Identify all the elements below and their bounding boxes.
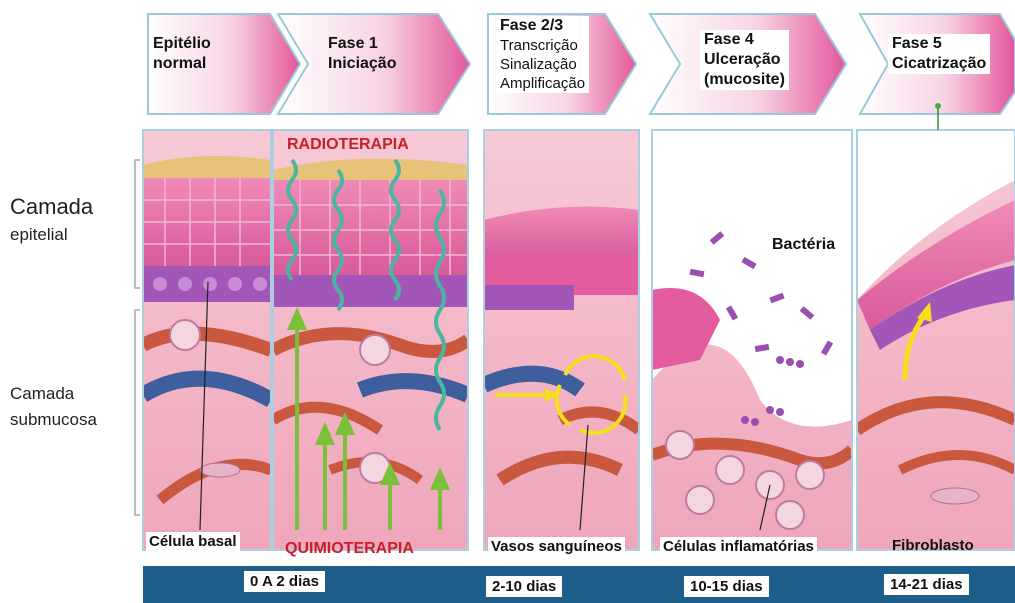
phase-5-label: Fase 5 Cicatrização (888, 34, 990, 74)
phase-1-label: Fase 1 Iniciação (328, 34, 396, 74)
panel-ulceration (652, 130, 852, 550)
radiotherapy-label: RADIOTERAPIA (287, 136, 409, 154)
panel-healing (857, 130, 1015, 550)
timeline-label-10-15: 10-15 dias (684, 576, 769, 597)
timeline-label-2-10: 2-10 dias (486, 576, 562, 597)
panel-signaling (484, 130, 639, 550)
basal-cell-label: Célula basal (146, 532, 240, 551)
inflammatory-cells-label: Células inflamatórias (660, 537, 817, 556)
phase-2-3-sub2: Sinalização (500, 55, 585, 74)
timeline-label-0-2: 0 A 2 dias (244, 571, 325, 592)
layer-brackets (135, 160, 140, 515)
bacteria-label: Bactéria (772, 236, 835, 254)
phase-1-line2: Iniciação (328, 55, 396, 72)
phase-normal-line1: Epitélio (153, 35, 211, 52)
phase-2-3-label: Fase 2/3 Transcrição Sinalização Amplifi… (496, 16, 589, 93)
phase-4-line1: Fase 4 (704, 31, 754, 48)
phase-2-3-sub3: Amplificação (500, 74, 585, 93)
phase-4-line3: (mucosite) (704, 71, 785, 88)
phase-2-3-line1: Fase 2/3 (500, 17, 563, 34)
phase-normal-label: Epitélio normal (153, 34, 211, 74)
phase-5-line2: Cicatrização (892, 55, 986, 72)
timeline-label-14-21: 14-21 dias (884, 574, 969, 595)
chemotherapy-label: QUIMIOTERAPIA (285, 540, 414, 558)
blood-vessels-label: Vasos sanguíneos (488, 537, 625, 556)
panel-initiation (273, 130, 468, 550)
panel-normal (143, 130, 271, 550)
phase-2-3-sub1: Transcrição (500, 36, 585, 55)
phase-4-label: Fase 4 Ulceração (mucosite) (700, 30, 789, 90)
phase-1-line1: Fase 1 (328, 35, 378, 52)
phase-4-line2: Ulceração (704, 51, 781, 68)
phase-5-line1: Fase 5 (892, 35, 942, 52)
fibroblast-label: Fibroblasto (892, 537, 974, 554)
phase-normal-line2: normal (153, 55, 206, 72)
